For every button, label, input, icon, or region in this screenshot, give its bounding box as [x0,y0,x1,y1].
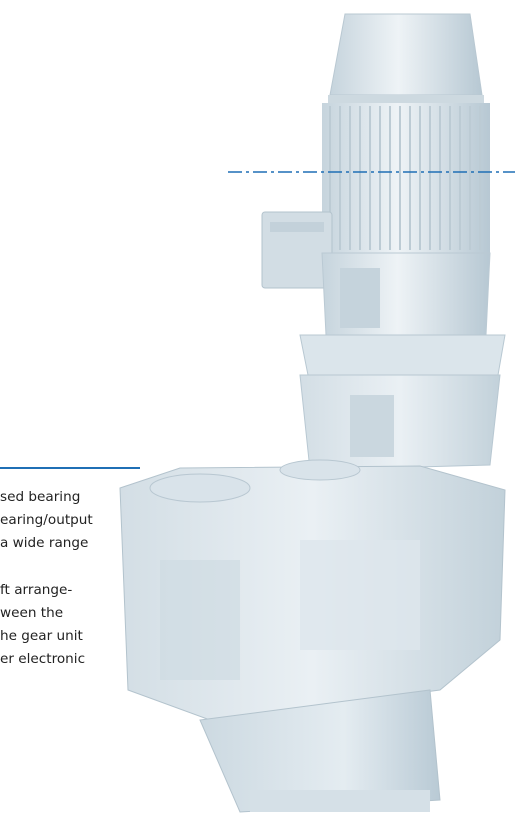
body-text-block: sed bearing earing/output a wide range f… [0,486,200,671]
gear-foot [199,689,441,813]
text-line: ft arrange- [0,582,73,598]
fan-cowl-band [328,95,484,103]
lantern-housing [299,334,506,376]
text-line: sed bearing [0,489,81,505]
motor-fins [322,103,490,253]
section-divider [0,467,140,469]
text-line: he gear unit [0,628,83,644]
fan-cowl [329,13,483,96]
text-line: a wide range [0,535,89,551]
text-line: earing/output [0,512,93,528]
center-axis-line [228,171,515,173]
text-line: er electronic [0,651,86,667]
text-line: ween the [0,605,64,621]
paragraph-gap [0,555,200,579]
